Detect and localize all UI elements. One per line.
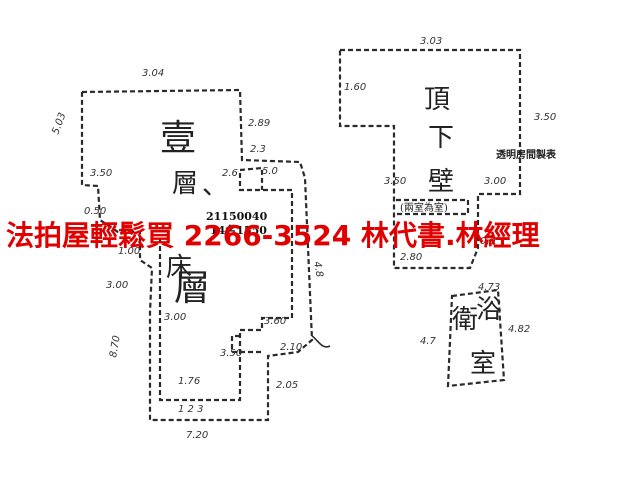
- dim-bottom-step-c: 1.76: [178, 376, 200, 387]
- upper-right-label-1: 頂: [424, 85, 450, 115]
- dim-bottom-wall-ticks: 1 2 3: [178, 404, 203, 415]
- ur-dim-top: 3.03: [420, 36, 442, 47]
- dim-right-wall: 4.8: [311, 261, 325, 279]
- bath-dim-top: 4.73: [478, 282, 500, 293]
- bathroom-outline: [446, 288, 506, 388]
- ur-dim-left: 1.60: [344, 82, 366, 93]
- dim-top: 3.04: [142, 68, 164, 79]
- upper-right-label-2: 下: [428, 123, 454, 153]
- dim-notch-small: 0.50: [84, 206, 106, 217]
- dim-left-notch: 3.50: [90, 168, 112, 179]
- dim-right-ledge-b: 5.0: [262, 166, 278, 177]
- ur-dim-bottom: 2.80: [400, 252, 422, 263]
- main-room-label-mid: 層: [172, 169, 198, 199]
- room-note: (兩室為室): [400, 201, 448, 214]
- legend-text: 透明房間製表: [496, 148, 557, 161]
- dim-right-ledge: 2.6: [222, 168, 238, 179]
- id-line-1: 21150040: [206, 210, 268, 223]
- upper-right-outline: [338, 48, 522, 270]
- ur-dim-mid-left: 3.50: [384, 176, 406, 187]
- dim-bottom-step-b: 2.10: [280, 342, 302, 353]
- watermark-banner: 法拍屋輕鬆買 2266-3524 林代書.林經理: [6, 219, 540, 252]
- dim-bottom-step-d: 2.05: [276, 380, 298, 391]
- ur-dim-small: 0.9: [480, 236, 496, 247]
- bath-label-3: 室: [470, 349, 496, 379]
- bath-dim-left: 4.7: [420, 336, 437, 347]
- dim-notch-step: 1.00: [118, 246, 140, 257]
- dim-bottom: 7.20: [186, 430, 208, 441]
- main-room-label-bottom: 床: [166, 253, 192, 283]
- ur-dim-right: 3.50: [534, 112, 556, 123]
- main-room-label-top: 壹: [160, 118, 196, 159]
- bath-label-2: 浴: [476, 295, 502, 325]
- dim-inner-right: 3.60: [264, 316, 286, 327]
- main-floor-outline: [80, 88, 314, 422]
- main-room-label-bottom-2: 層: [174, 268, 210, 309]
- bath-dim-right: 4.82: [508, 324, 530, 335]
- dim-left-upper: 5.03: [50, 111, 68, 136]
- bath-label-1: 衛: [452, 305, 478, 335]
- dim-bottom-step-a: 3.50: [220, 348, 242, 359]
- upper-right-label-3: 壁: [428, 167, 454, 197]
- dim-left-mid: 3.00: [106, 280, 128, 291]
- dim-left-lower: 8.70: [108, 335, 123, 359]
- main-room-label-mark: 、: [202, 171, 228, 201]
- ur-dim-mid-right: 3.00: [484, 176, 506, 187]
- dim-inner-left: 3.00: [164, 312, 186, 323]
- dim-hook-right: [311, 335, 331, 348]
- id-line-2: 14名1550: [210, 223, 267, 237]
- dim-step-right: 2.89: [248, 118, 270, 129]
- dim-inner-ledge: 2.3: [250, 144, 266, 155]
